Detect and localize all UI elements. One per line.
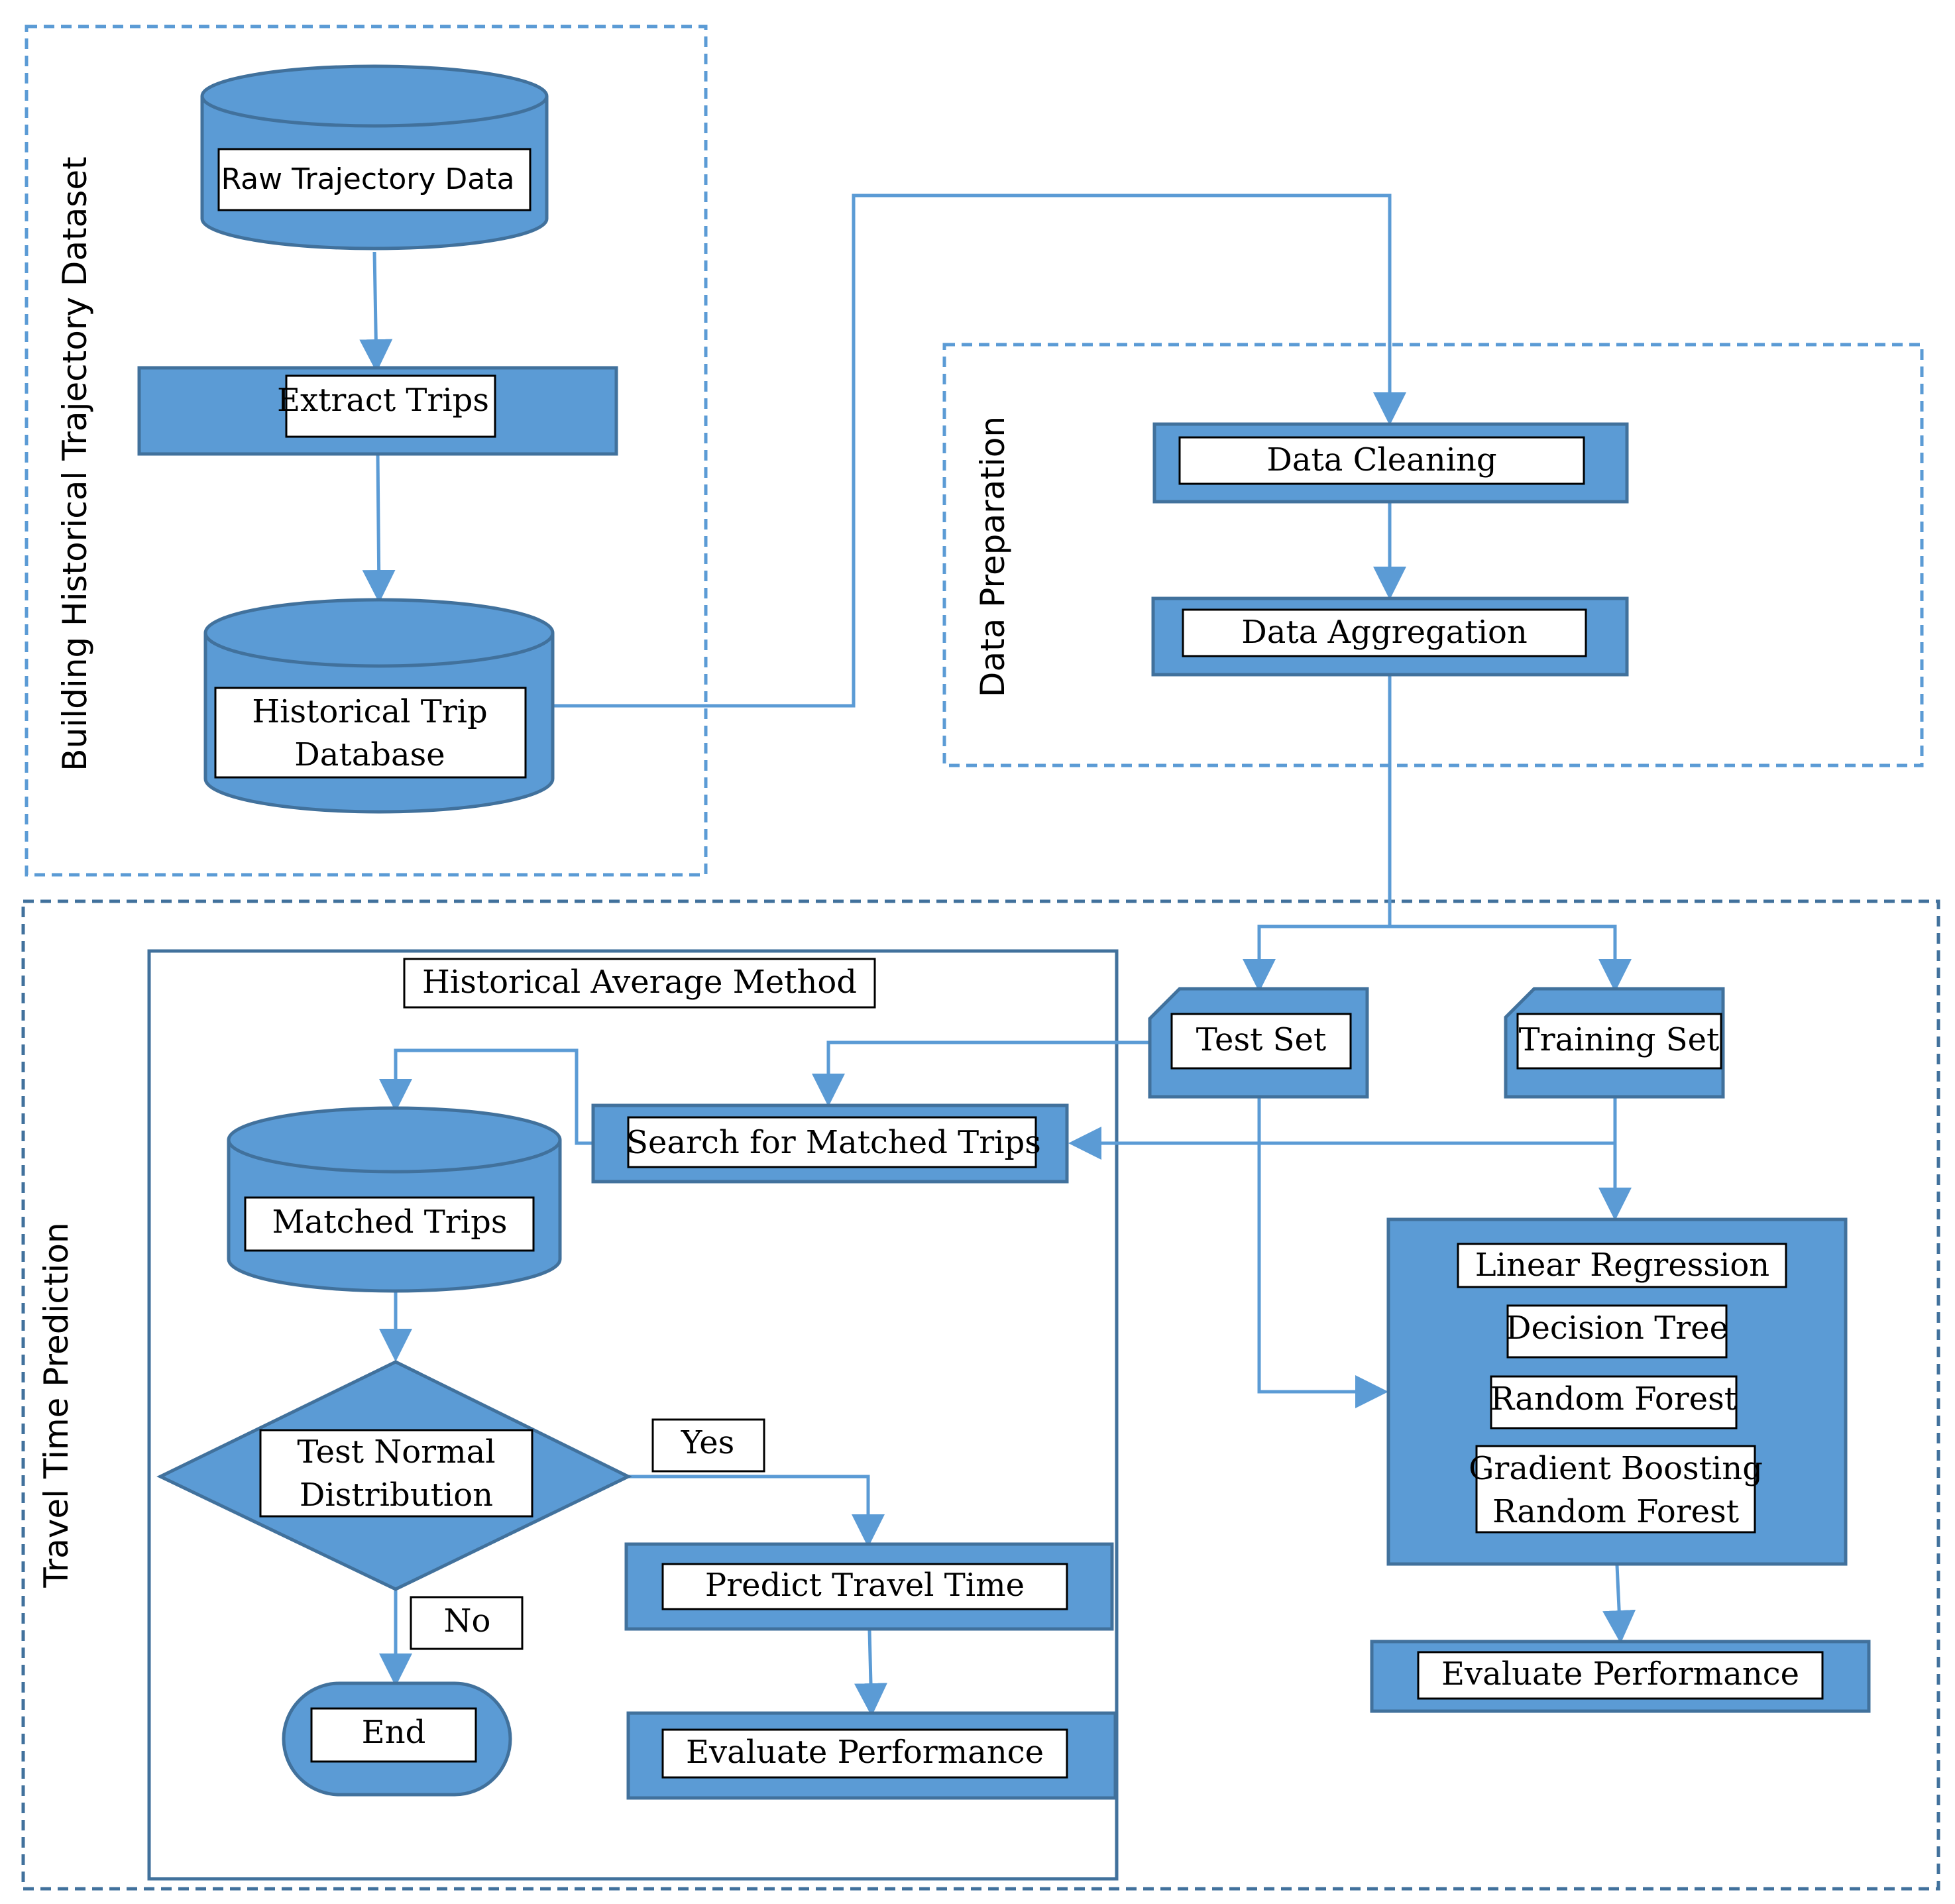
arrow-split-to-training [1390,924,1632,992]
arrow-predict-to-evaluate [854,1630,887,1716]
end-label: End [362,1714,426,1751]
model-linear-regression: Linear Regression [1475,1247,1769,1284]
historical-db-label-2: Database [294,736,445,773]
raw-data-label: Raw Trajectory Data [221,162,515,196]
no-label-box: No [410,1596,524,1650]
matched-trips-cylinder: Matched Trips [227,1106,562,1293]
arrow-split-to-test [1243,924,1390,992]
arrow-models-to-evaluate [1602,1565,1636,1644]
arrow-test-to-search [812,1040,1150,1107]
evaluate-right-label: Evaluate Performance [1441,1655,1799,1693]
search-matched-label: Search for Matched Trips [626,1124,1041,1161]
test-normal-label-2: Distribution [300,1477,493,1514]
historical-db-label-1: Historical Trip [252,693,487,730]
extract-trips-box: Extract Trips [137,366,618,456]
historical-method-title-box [403,958,876,1009]
predict-time-box: Predict Travel Time [624,1542,1114,1631]
arrow-db-to-cleaning [554,194,1406,708]
model-random-forest: Random Forest [1490,1380,1737,1418]
test-normal-diamond: Test Normal Distribution [156,1360,632,1591]
data-aggregation-label: Data Aggregation [1241,614,1528,651]
matched-trips-label: Matched Trips [272,1204,508,1241]
frame-prediction [21,899,1940,1891]
frame-building-label: Building Historical Trajectory Dataset [56,156,94,771]
evaluate-left-box: Evaluate Performance [626,1711,1117,1800]
arrow-training-to-search [1068,1097,1617,1160]
frame-preparation-label: Data Preparation [974,416,1012,697]
yes-label: Yes [681,1424,735,1461]
arrow-test-to-predict [628,1475,885,1547]
model-gradient-boosting-rf: Random Forest [1492,1493,1739,1530]
models-box: Linear Regression Decision Tree Random F… [1386,1217,1848,1566]
extract-trips-label: Extract Trips [277,382,489,419]
frame-historical-method [147,949,1119,1881]
predict-time-label: Predict Travel Time [705,1567,1025,1604]
historical-method-title: Historical Average Method [422,964,857,1001]
end-terminator: End [282,1681,512,1797]
test-set-label: Test Set [1196,1021,1326,1058]
data-aggregation-box: Data Aggregation [1151,596,1629,677]
training-set-label: Training Set [1519,1021,1720,1058]
frame-preparation [942,343,1924,767]
no-label: No [444,1602,491,1640]
frame-prediction-label: Travel Time Prediction [37,1222,76,1588]
evaluate-left-label: Evaluate Performance [686,1734,1044,1771]
raw-data-cylinder: Raw Trajectory Data [200,64,549,251]
arrow-extract-to-db [362,453,396,603]
arrow-search-to-matched [379,1048,593,1145]
arrow-test-to-models [1257,1097,1388,1408]
test-normal-label-1: Test Normal [297,1433,495,1471]
historical-db-cylinder: Historical Trip Database [203,598,555,814]
test-set-box: Test Set [1148,987,1369,1099]
data-cleaning-box: Data Cleaning [1152,422,1629,504]
model-decision-tree: Decision Tree [1506,1310,1728,1347]
yes-label-box: Yes [651,1418,765,1473]
training-set-box: Training Set [1504,987,1725,1099]
evaluate-right-box: Evaluate Performance [1370,1640,1871,1713]
arrow-raw-to-extract [359,251,393,372]
data-cleaning-label: Data Cleaning [1266,441,1496,478]
search-matched-box: Search for Matched Trips [591,1103,1069,1184]
frame-building [25,25,708,877]
model-gradient-boosting: Gradient Boosting [1469,1450,1763,1487]
